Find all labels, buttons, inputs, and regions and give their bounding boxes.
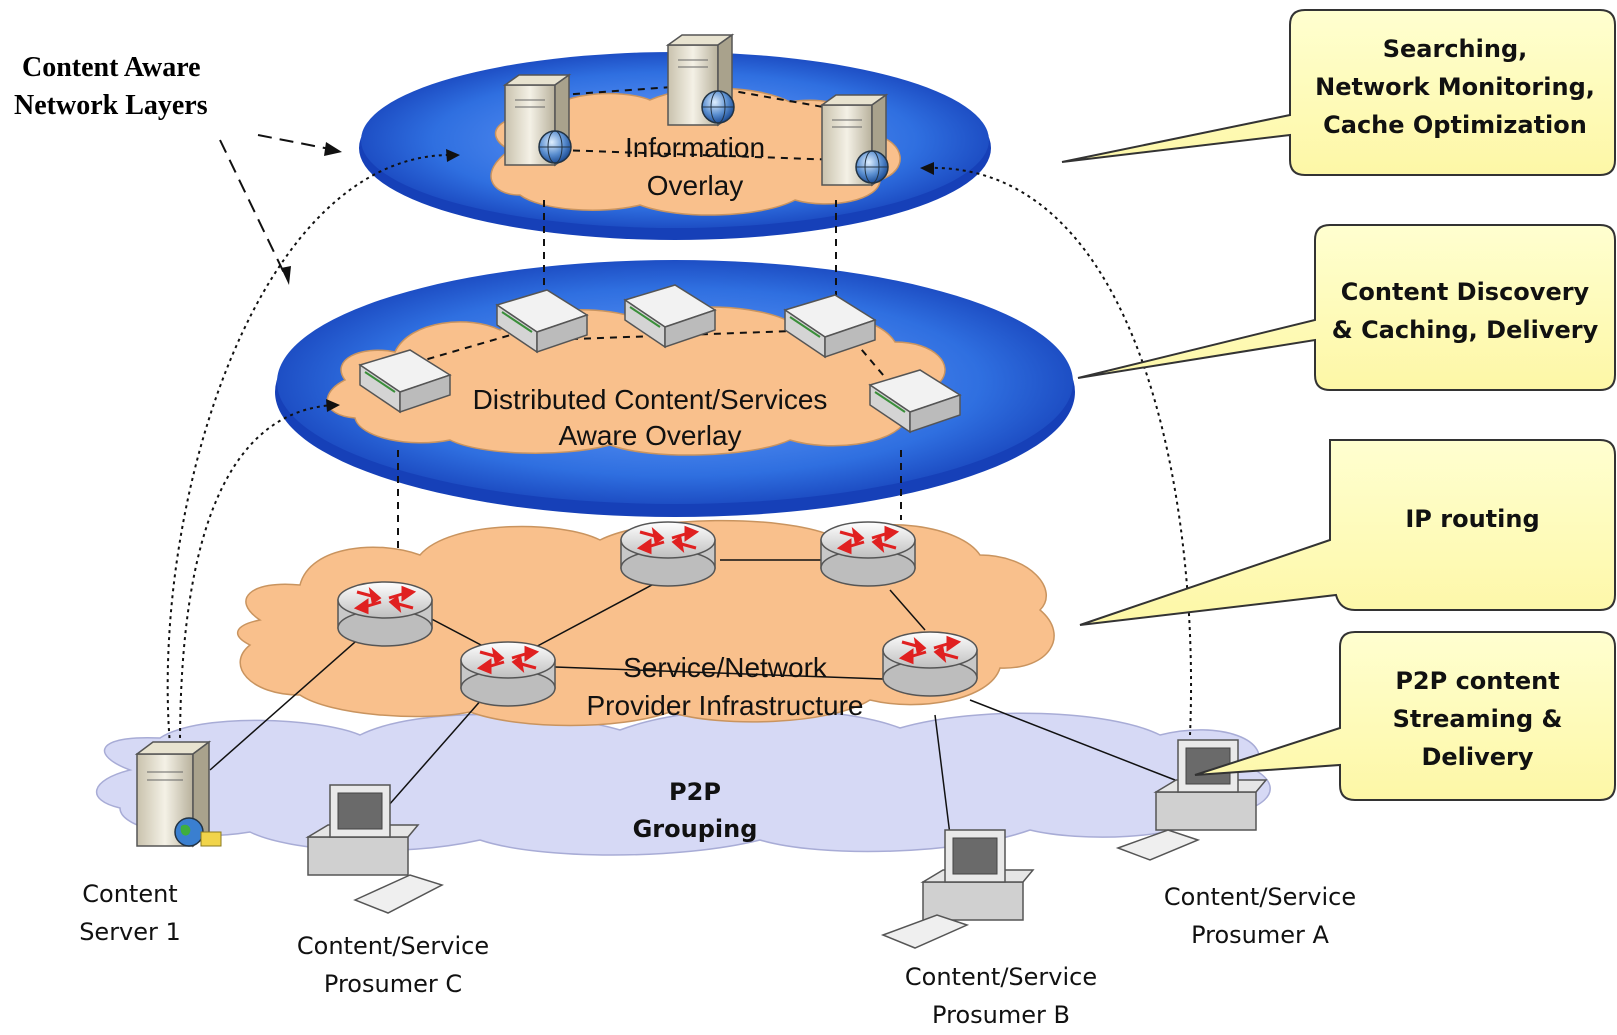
callout-searching-line2: Network Monitoring, (1315, 73, 1595, 101)
prosumer-c-label-line2: Prosumer C (323, 970, 463, 998)
callout-content-discovery-line2: & Caching, Delivery (1331, 316, 1599, 344)
cache-node-icon (623, 284, 717, 349)
prosumer-a-label-line1: Content/Service (1163, 883, 1357, 911)
cache-node-icon (783, 294, 877, 359)
p2p-grouping-label-line1: P2P (669, 778, 721, 806)
content-server-label-line1: Content (82, 880, 178, 908)
callout-p2p-content-line2: Streaming & (1392, 705, 1563, 733)
server-tower-icon (502, 73, 572, 167)
content-server-icon (134, 740, 222, 848)
callout-content-discovery-line1: Content Discovery (1340, 278, 1590, 306)
prosumer-c-label-line1: Content/Service (296, 932, 490, 960)
router-icon (882, 631, 978, 697)
content-overlay-label-line2: Aware Overlay (558, 420, 742, 451)
p2p-grouping-label-line2: Grouping (632, 815, 758, 843)
callout-searching-line1: Searching, (1382, 35, 1528, 63)
information-overlay-label-line2: Overlay (646, 170, 744, 201)
computer-icon (305, 784, 444, 914)
cache-node-icon (868, 369, 962, 434)
callout-p2p-content-line1: P2P content (1395, 667, 1560, 695)
provider-infrastructure-label-line2: Provider Infrastructure (586, 690, 864, 721)
callout-p2p-content-line3: Delivery (1421, 743, 1534, 771)
information-mesh (559, 84, 841, 161)
cache-node-icon (495, 289, 589, 354)
content-overlay-label-line1: Distributed Content/Services (472, 384, 828, 415)
callout-ip-routing (1079, 439, 1616, 626)
callout-p2p-content (1194, 631, 1616, 801)
callout-ip-routing-line1: IP routing (1405, 505, 1540, 533)
legend-arrows (219, 134, 336, 276)
client-overlay-connections (166, 153, 1193, 746)
server-tower-icon (665, 33, 735, 127)
callout-content-discovery (1077, 224, 1616, 391)
callout-searching-line3: Cache Optimization (1323, 111, 1587, 139)
provider-infrastructure-label-line1: Service/Network (623, 652, 827, 683)
legend-title-line2: Network Layers (14, 90, 208, 121)
prosumer-a-label-line2: Prosumer A (1191, 921, 1329, 949)
computer-icon (880, 829, 1035, 949)
callout-searching (1061, 9, 1616, 176)
legend-arrowheads (281, 142, 342, 285)
router-icon (337, 581, 433, 647)
router-icon (620, 521, 716, 587)
callout-p2p-content-text: P2P content Streaming & Delivery (1340, 662, 1615, 776)
callout-content-discovery-text: Content Discovery & Caching, Delivery (1315, 273, 1615, 349)
legend-title-line1: Content Aware (22, 52, 201, 83)
callout-ip-routing-text: IP routing (1330, 500, 1615, 538)
layer-links (397, 200, 902, 550)
cache-node-icon (358, 349, 452, 414)
connection-arrowheads (326, 149, 934, 412)
router-icon (460, 641, 556, 707)
router-icon (820, 521, 916, 587)
server-tower-icon (819, 93, 889, 187)
prosumer-b-label-line2: Prosumer B (932, 1001, 1070, 1029)
information-overlay-label-line1: Information (624, 132, 766, 163)
content-server-label-line2: Server 1 (79, 918, 181, 946)
prosumer-b-label-line1: Content/Service (904, 963, 1098, 991)
callout-searching-text: Searching, Network Monitoring, Cache Opt… (1290, 30, 1617, 144)
